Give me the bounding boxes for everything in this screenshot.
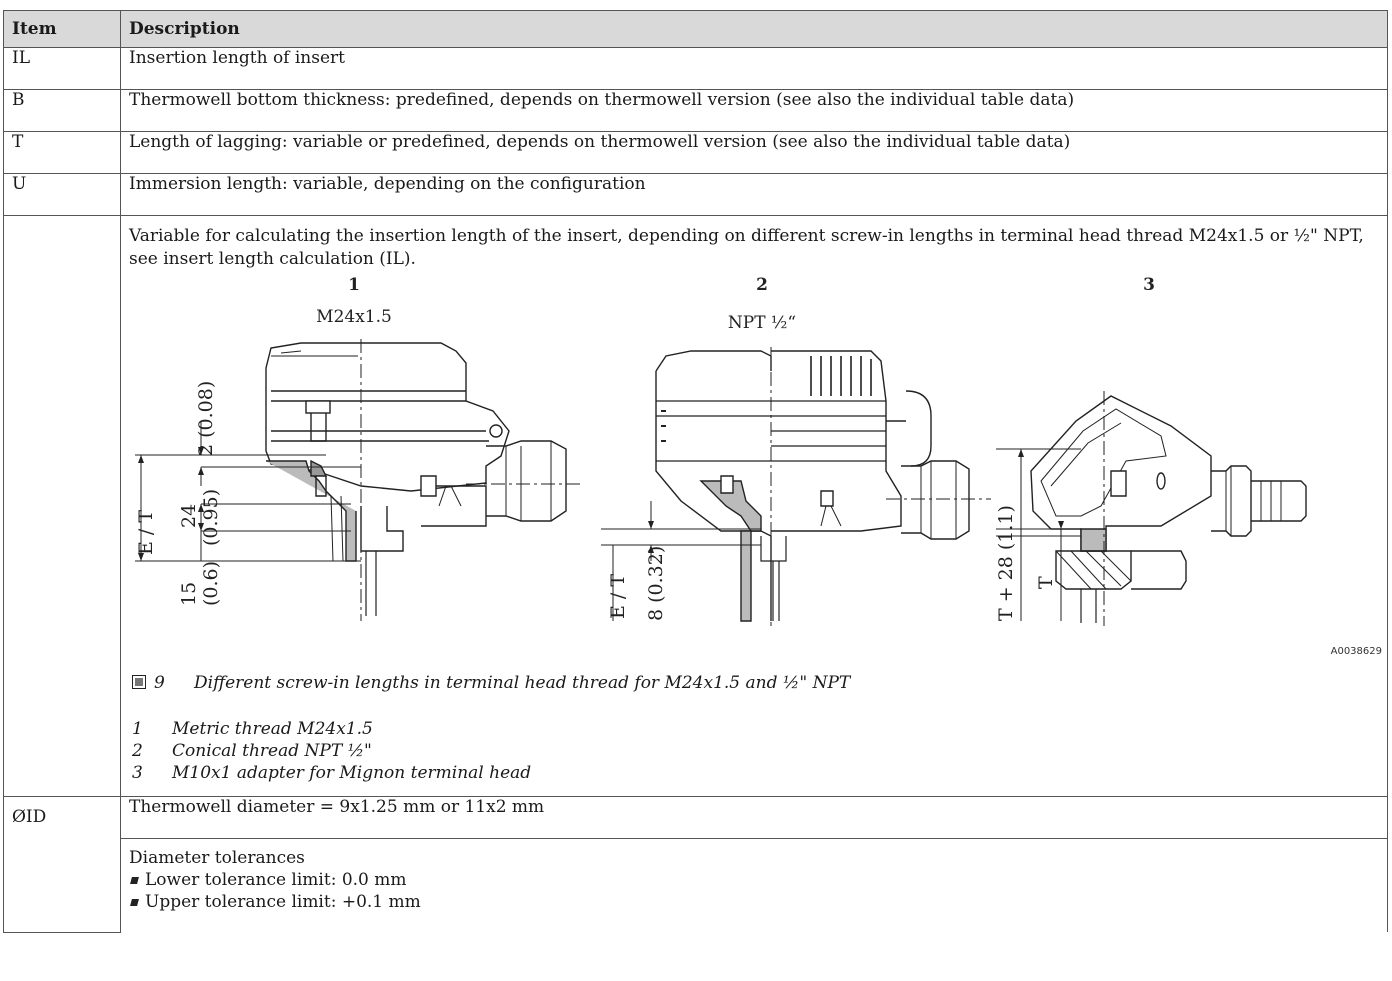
legend-number: 1: [132, 719, 143, 739]
terminal-head-m24-drawing: 2 (0.08) E / T 24 (0.95) 15 (0.6): [135, 339, 581, 621]
table-row-variable: Variable for calculating the insertion l…: [3, 215, 1388, 797]
item-cell: [3, 215, 121, 797]
description-cell: Insertion length of insert: [120, 47, 1388, 90]
figure-caption-number: 9: [154, 673, 165, 693]
legend-item: 3 M10x1 adapter for Mignon terminal head: [132, 763, 531, 783]
item-cell: IL: [3, 47, 121, 90]
dimension-095-label: (0.95): [200, 489, 222, 546]
table-row: B Thermowell bottom thickness: predefine…: [3, 89, 1388, 132]
figure-title-2: NPT ½“: [728, 313, 796, 333]
figure-caption-text: Different screw-in lengths in terminal h…: [194, 673, 851, 693]
tolerance-item: Lower tolerance limit: 0.0 mm: [129, 869, 1387, 891]
dimension-et-label-2: E / T: [607, 574, 629, 619]
header-description: Description: [120, 10, 1388, 48]
dimension-t-label: T: [1035, 576, 1057, 589]
legend-text: Metric thread M24x1.5: [172, 719, 373, 739]
legend-item: 1 Metric thread M24x1.5: [132, 719, 373, 739]
specification-table: Item Description IL Insertion length of …: [3, 10, 1388, 933]
legend-text: Conical thread NPT ½": [172, 741, 372, 761]
dimension-06-label: (0.6): [200, 561, 222, 606]
dimension-24-label: 24: [178, 504, 200, 528]
figure-number-3: 3: [1143, 275, 1155, 295]
tolerance-list: Lower tolerance limit: 0.0 mm Upper tole…: [129, 869, 1387, 913]
description-cell: Length of lagging: variable or predefine…: [120, 131, 1388, 174]
tolerance-item: Upper tolerance limit: +0.1 mm: [129, 891, 1387, 913]
dimension-15-label: 15: [178, 582, 200, 606]
item-cell: U: [3, 173, 121, 216]
item-cell: T: [3, 131, 121, 174]
table-header-row: Item Description: [3, 10, 1388, 48]
description-cell: Thermowell bottom thickness: predefined,…: [120, 89, 1388, 132]
header-item: Item: [3, 10, 121, 48]
figure-number-2: 2: [756, 275, 768, 295]
legend-text: M10x1 adapter for Mignon terminal head: [172, 763, 532, 783]
table-row-tolerance: Diameter tolerances Lower tolerance limi…: [4, 838, 1388, 932]
terminal-head-drawing: 1 M24x1.5 2 NPT ½“ 3: [135, 275, 1307, 626]
item-cell: B: [3, 89, 121, 132]
legend-number: 2: [132, 741, 143, 761]
table-row-oid: ØID Thermowell diameter = 9x1.25 mm or 1…: [3, 796, 1388, 933]
figure-icon: [132, 675, 146, 689]
dimension-8-label: 8 (0.32): [645, 546, 667, 621]
figure-code: A0038629: [1330, 646, 1382, 657]
terminal-head-mignon-drawing: T + 28 (1.1) T: [995, 391, 1307, 626]
dimension-et-label-1: E / T: [135, 510, 157, 555]
dimension-2-label: 2 (0.08): [195, 381, 217, 456]
table-row: T Length of lagging: variable or predefi…: [3, 131, 1388, 174]
legend-item: 2 Conical thread NPT ½": [132, 741, 372, 761]
item-cell: ØID: [3, 796, 121, 933]
figure-number-1: 1: [348, 275, 360, 295]
figure-caption: 9 Different screw-in lengths in terminal …: [132, 673, 850, 693]
table-row: IL Insertion length of insert: [3, 47, 1388, 90]
figure-title-1: M24x1.5: [316, 307, 392, 327]
legend-number: 3: [132, 763, 143, 783]
dimension-t28-label: T + 28 (1.1): [995, 505, 1017, 621]
variable-description: Variable for calculating the insertion l…: [129, 226, 1364, 269]
thread-figure: 1 M24x1.5 2 NPT ½“ 3: [121, 271, 1387, 796]
description-cell: Immersion length: variable, depending on…: [120, 173, 1388, 216]
description-cell: Thermowell diameter = 9x1.25 mm or 11x2 …: [120, 796, 1388, 839]
tolerance-title: Diameter tolerances: [129, 848, 305, 868]
table-row: U Immersion length: variable, depending …: [3, 173, 1388, 216]
terminal-head-npt-drawing: E / T 8 (0.32): [601, 347, 991, 626]
